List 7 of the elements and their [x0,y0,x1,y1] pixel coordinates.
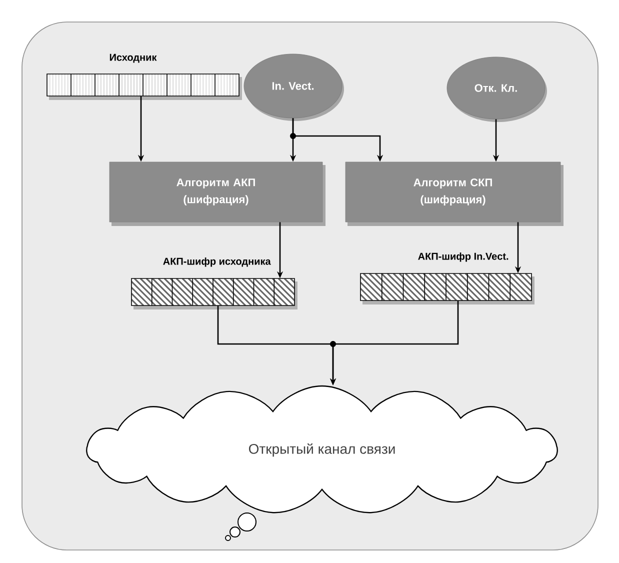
process-box: Алгоритм СКП (шифрация) [345,162,564,226]
register-label: АКП-шифр In.Vect. [418,252,508,262]
ellipse-node: In. Vect. [244,54,344,121]
ellipse-node: Отк. Кл. [446,56,547,122]
register-label: Исходник [110,54,157,63]
register-label: АКП-шифр исходника [163,257,271,267]
process-box: Алгоритм АКП (шифрация) [109,162,326,226]
